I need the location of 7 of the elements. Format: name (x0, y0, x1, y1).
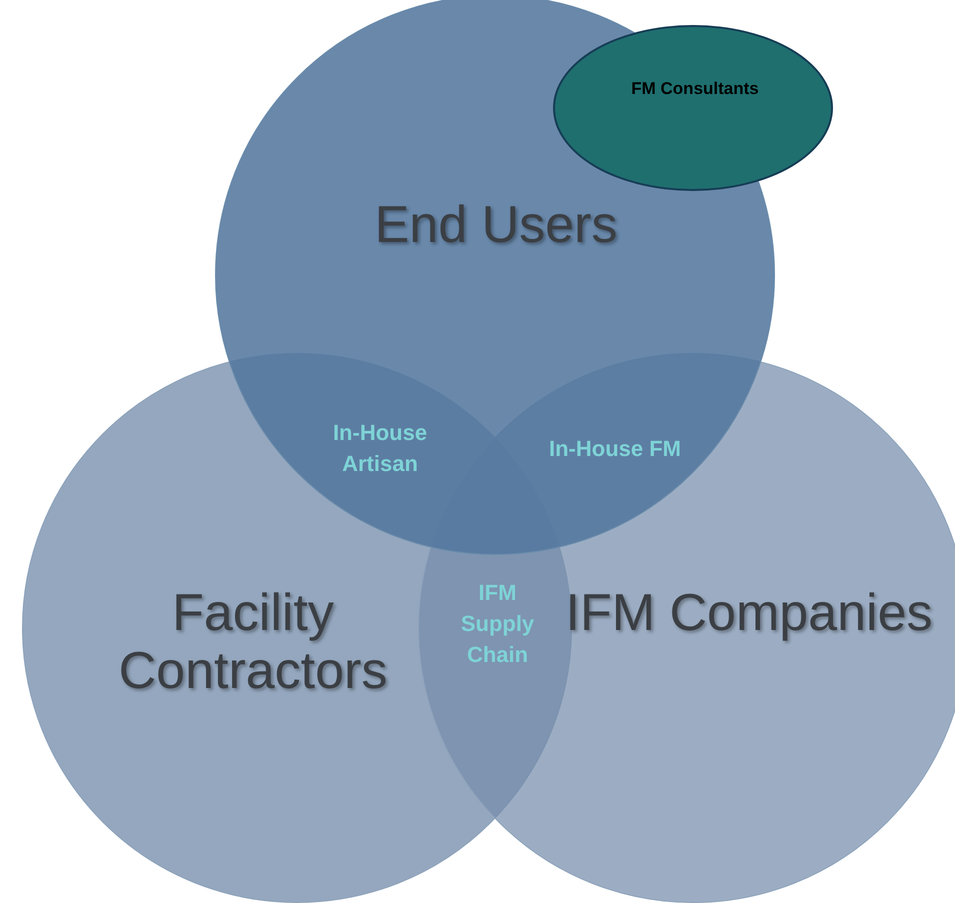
circle-label: End Users (374, 196, 618, 254)
circle-label: IFM Companies (564, 584, 934, 642)
region-label: IFM Supply Chain (460, 579, 536, 669)
circle-label: FM Consultants (630, 79, 760, 100)
region-label: In-House FM (548, 435, 682, 463)
region-label: In-House Artisan (332, 419, 428, 478)
circle-label: Facility Contractors (118, 584, 388, 700)
